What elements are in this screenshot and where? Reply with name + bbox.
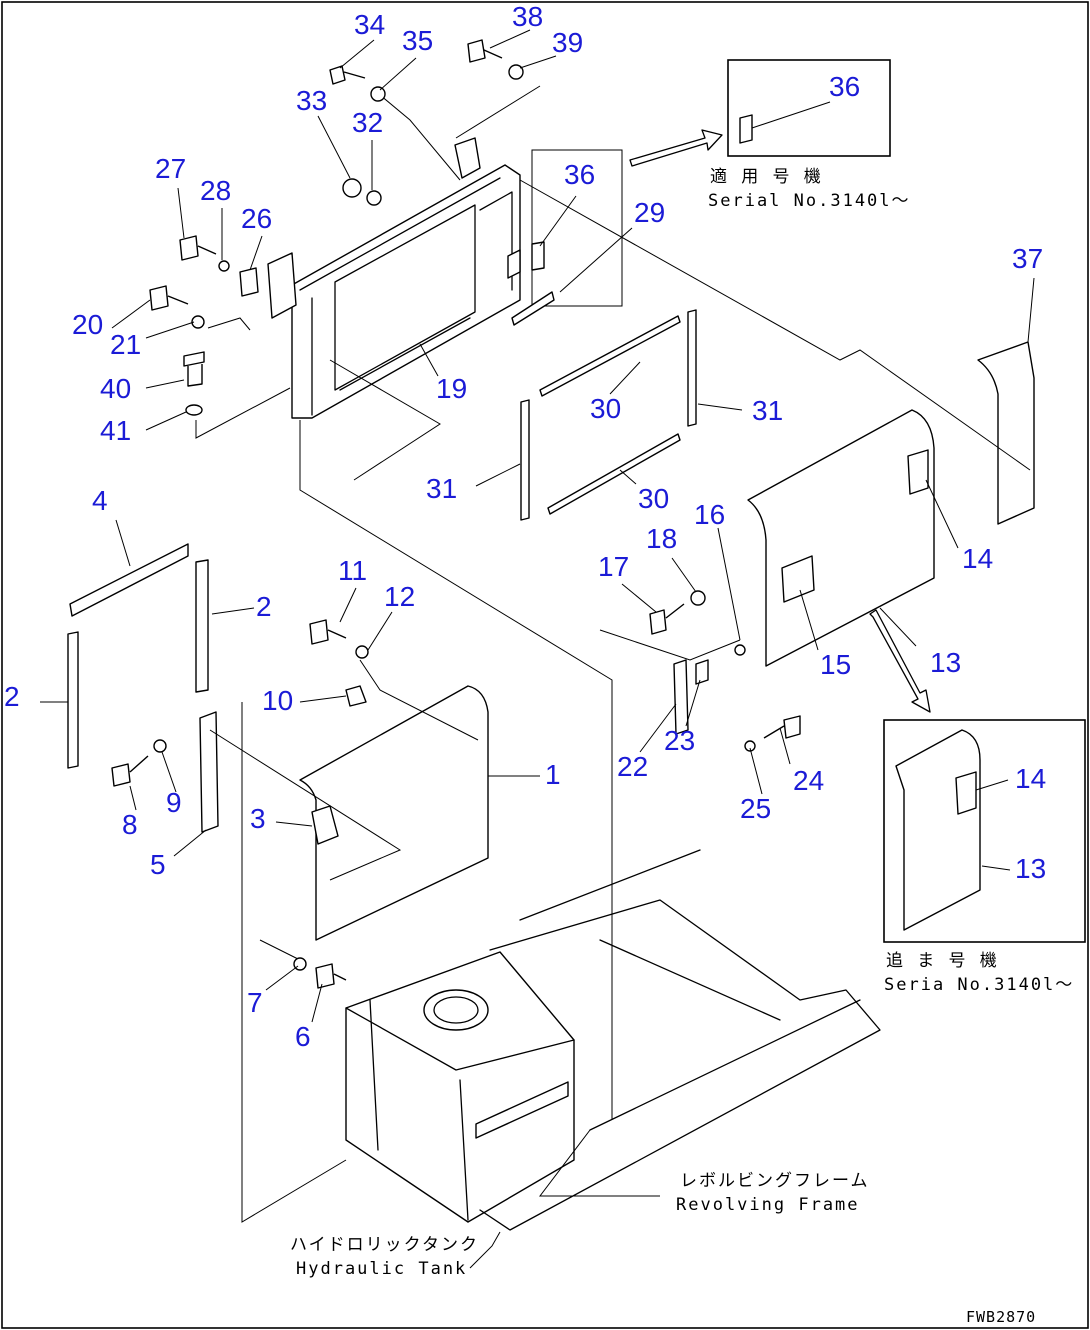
part-number: 2 — [256, 591, 272, 622]
hydraulic-tank-en: Hydraulic Tank — [296, 1259, 467, 1279]
number-leaders — [40, 29, 1035, 1023]
part-number: 23 — [664, 725, 695, 756]
part-number: 9 — [166, 787, 182, 818]
part-number: 36 — [564, 159, 595, 190]
part-number: 14 — [1015, 763, 1046, 794]
fasteners — [111, 39, 801, 989]
hinge-5 — [199, 711, 219, 833]
part-number: 25 — [740, 793, 771, 824]
drawing-code: FWB2870 — [966, 1308, 1036, 1326]
seal-30-upper — [539, 315, 681, 397]
door-13 — [747, 409, 935, 667]
part-number: 38 — [512, 1, 543, 32]
arrow-bottom — [869, 609, 931, 713]
part-number: 20 — [72, 309, 103, 340]
inset-box-36 — [531, 149, 623, 307]
part-number: 40 — [100, 373, 131, 404]
revolving-frame-jp: レボルビングフレーム — [680, 1171, 870, 1191]
part-number: 5 — [150, 849, 166, 880]
part-number: 3 — [250, 803, 266, 834]
part-number: 17 — [598, 551, 629, 582]
hydraulic-tank — [345, 951, 575, 1223]
part-number: 30 — [590, 393, 621, 424]
part-number: 14 — [962, 543, 993, 574]
part-number: 34 — [354, 9, 385, 40]
applicable-bottom-jp: 追 ま 号 機 — [886, 951, 999, 971]
part-number: 21 — [110, 329, 141, 360]
part-number: 28 — [200, 175, 231, 206]
part-number: 29 — [634, 197, 665, 228]
seal-2-left — [67, 631, 79, 769]
part-number: 26 — [241, 203, 272, 234]
part-number: 41 — [100, 415, 131, 446]
label-leaders — [469, 1129, 660, 1269]
seal-31-right — [687, 309, 697, 427]
revolving-frame — [479, 849, 881, 1231]
part-36-clip — [531, 241, 545, 271]
part-number: 12 — [384, 581, 415, 612]
part-number: 11 — [338, 555, 367, 586]
part-number: 1 — [545, 759, 561, 790]
part-number: 18 — [646, 523, 677, 554]
applicable-bottom-en: Seria No.3140l〜 — [884, 975, 1074, 995]
part-number: 2 — [4, 681, 20, 712]
part-number: 39 — [552, 27, 583, 58]
hinge-23 — [695, 659, 709, 685]
part-number: 16 — [694, 499, 725, 530]
applicable-top-en: Serial No.3140l〜 — [708, 191, 911, 211]
part-number: 7 — [247, 987, 263, 1018]
part-number: 8 — [122, 809, 138, 840]
arrow-top — [629, 129, 723, 167]
part-36-inset — [739, 114, 753, 144]
seal-31-left — [520, 399, 530, 521]
part-number: 33 — [296, 85, 327, 116]
assembly-lines — [195, 85, 1031, 1223]
seal-2-right — [195, 559, 209, 693]
part-number: 24 — [793, 765, 824, 796]
part-number: 35 — [402, 25, 433, 56]
part-number: 10 — [262, 685, 293, 716]
part-number: 31 — [752, 395, 783, 426]
part-number: 37 — [1012, 243, 1043, 274]
seal-4 — [69, 543, 189, 617]
part-number: 15 — [820, 649, 851, 680]
inset-box-bottom — [883, 719, 1086, 943]
radiator-frame — [267, 137, 521, 419]
cover-37 — [977, 341, 1035, 525]
part-number: 22 — [617, 751, 648, 782]
part-number: 19 — [436, 373, 467, 404]
inset-box-top — [727, 59, 891, 157]
part-number: 36 — [829, 71, 860, 102]
part-29 — [511, 291, 555, 326]
part-number: 13 — [1015, 853, 1046, 884]
door-13-inset — [895, 729, 981, 931]
part-number: 31 — [426, 473, 457, 504]
part-number: 32 — [352, 107, 383, 138]
hinge-22 — [673, 659, 689, 735]
revolving-frame-en: Revolving Frame — [676, 1195, 860, 1215]
part-number: 27 — [155, 153, 186, 184]
seal-30-lower — [547, 433, 681, 515]
part-number: 13 — [930, 647, 961, 678]
hydraulic-tank-jp: ハイドロリックタンク — [290, 1235, 479, 1255]
door-1 — [299, 685, 489, 941]
part-number: 6 — [295, 1021, 311, 1052]
applicable-top-jp: 適 用 号 機 — [710, 167, 823, 187]
bracket-10 — [345, 685, 367, 707]
part-number: 4 — [92, 485, 108, 516]
part-number: 30 — [638, 483, 669, 514]
part-number-labels: 1 2 2 3 4 5 6 7 8 9 10 11 12 13 13 14 14… — [4, 1, 1046, 1052]
